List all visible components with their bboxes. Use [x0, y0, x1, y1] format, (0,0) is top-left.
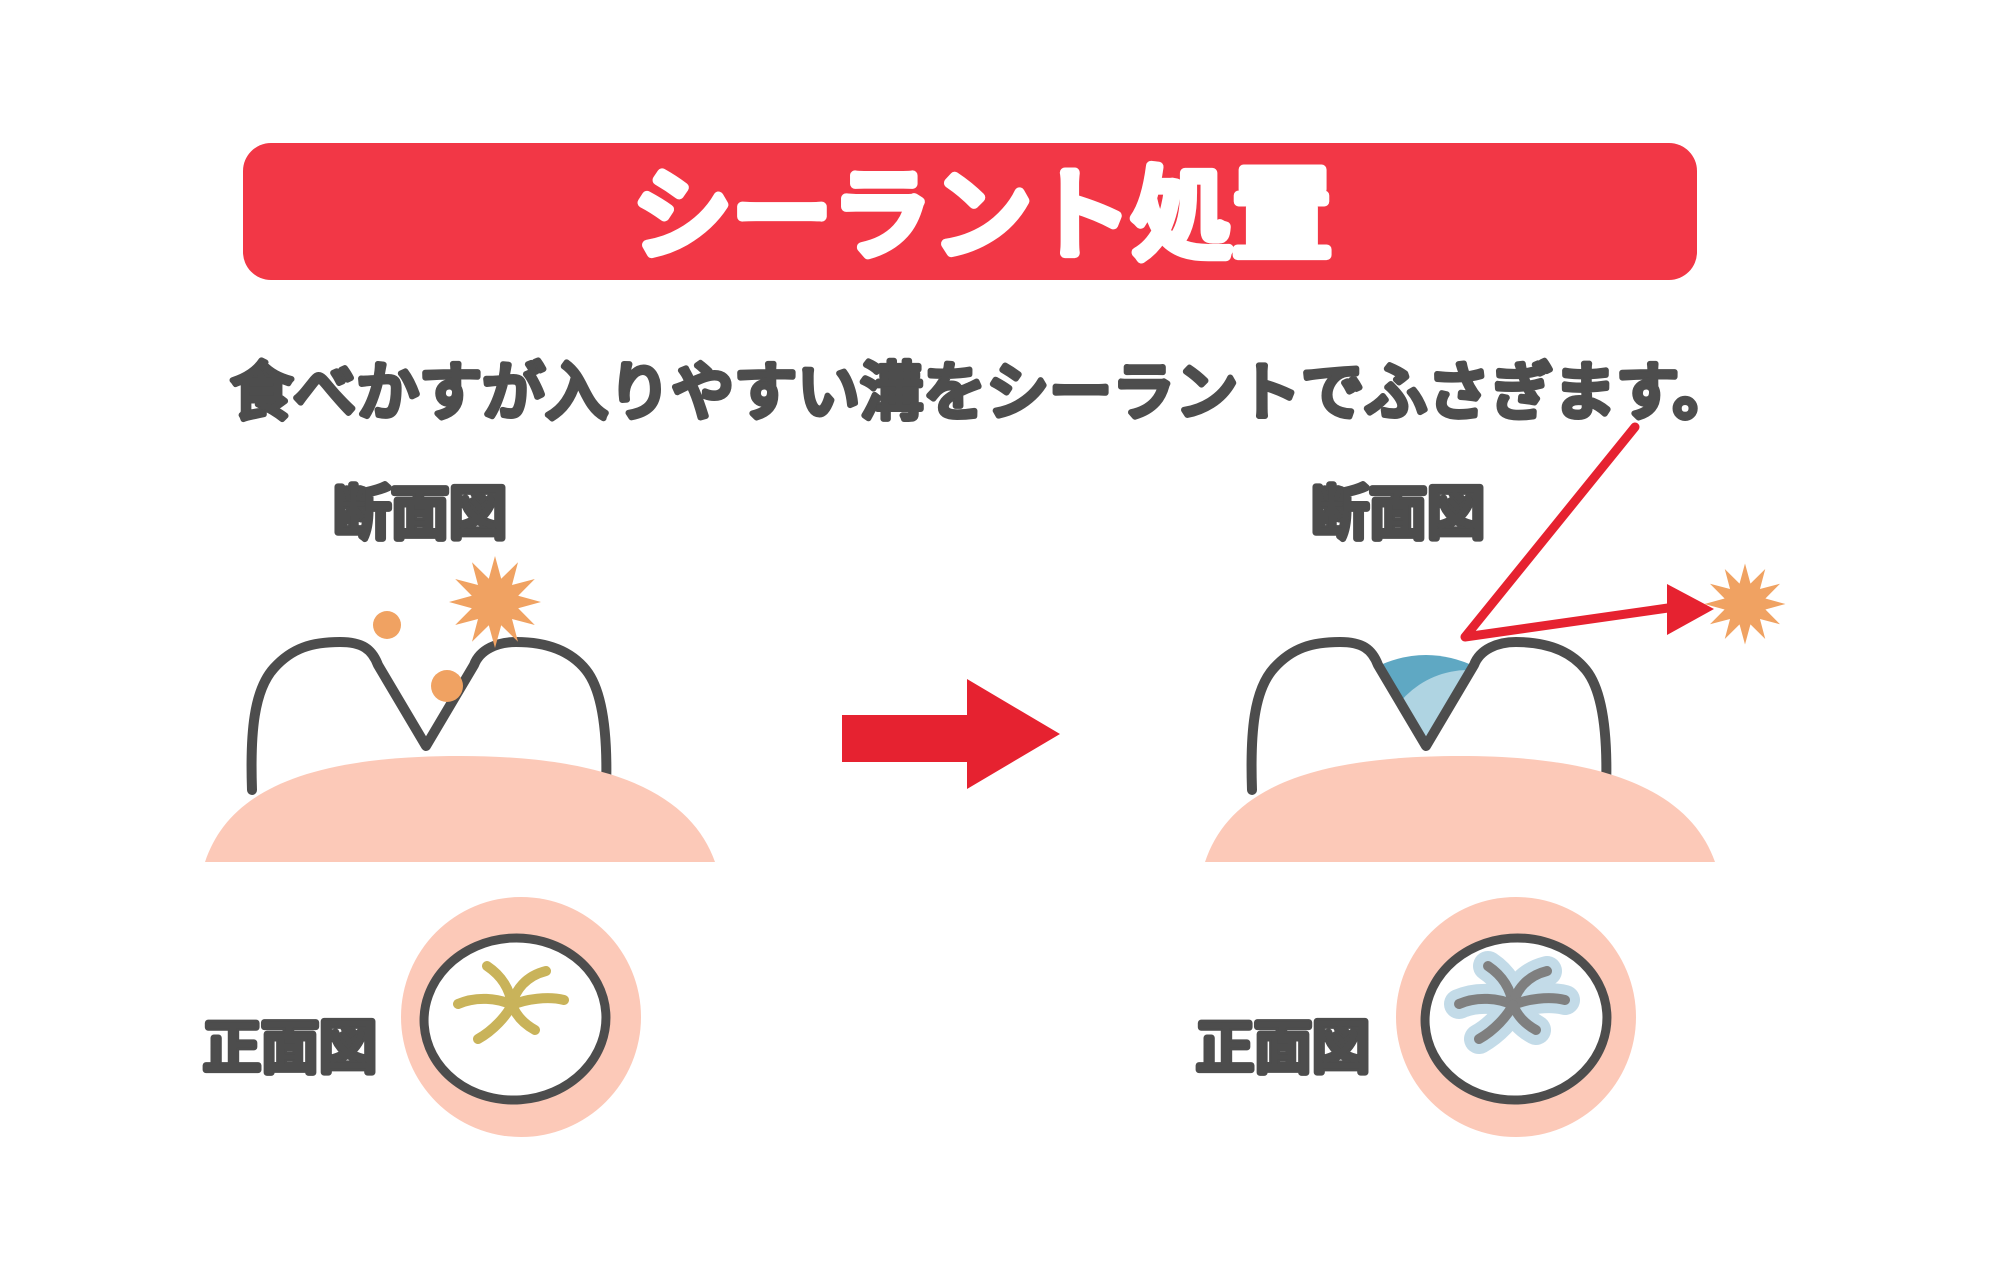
after-front-view: 正面図	[1193, 897, 1636, 1137]
title-banner	[243, 143, 1697, 280]
before-front-label: 正面図	[203, 1016, 377, 1081]
sealant-fill-icon	[1376, 655, 1476, 745]
food-debris-dot-icon	[373, 611, 401, 639]
transition-arrow-icon	[842, 679, 1060, 789]
after-cross-section-view: 断面図	[1205, 422, 1786, 862]
repelled-debris-burst-icon	[1704, 563, 1786, 645]
after-front-label: 正面図	[1196, 1016, 1370, 1081]
food-debris-burst-icon	[449, 556, 541, 648]
after-cross-section-label: 断面図	[1311, 482, 1485, 547]
before-front-view: 正面図	[200, 897, 641, 1137]
page-title: シーラント処置	[632, 160, 1332, 272]
after-tooth-cross-section	[1252, 642, 1607, 846]
before-cross-section-view: 断面図	[205, 479, 715, 862]
food-debris-dot-icon	[431, 670, 463, 702]
repelled-debris-arrow-icon	[1460, 422, 1714, 642]
before-cross-section-label: 断面図	[333, 482, 507, 547]
subtitle-text: 食べかすが入りやすい溝をシーラントでふさぎます。	[230, 358, 1736, 428]
